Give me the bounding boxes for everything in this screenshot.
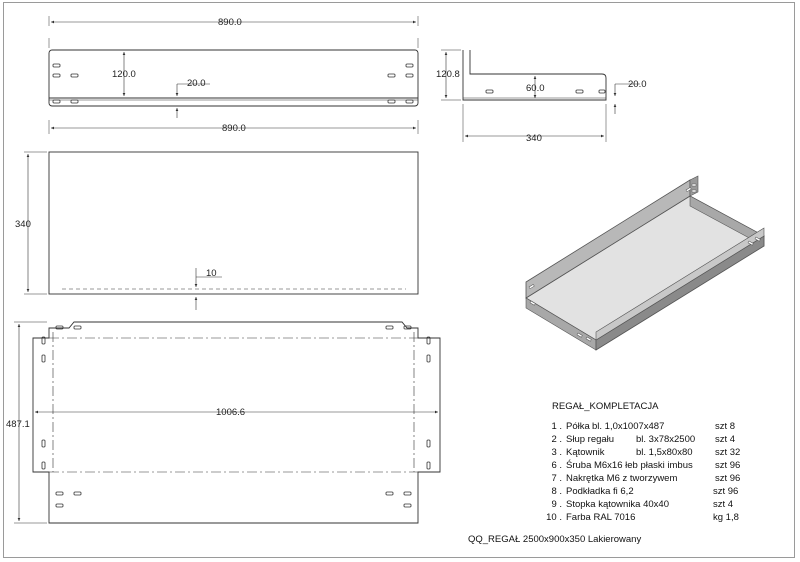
- shelf-slots: [528, 183, 761, 342]
- dim-side-height-label: 120.8: [436, 69, 460, 80]
- bom-spec: bl. 1,0x1007x487: [592, 421, 665, 432]
- bom-num: 3 .: [551, 447, 562, 458]
- dim-top-flange-label: 20.0: [187, 78, 206, 89]
- flat-pattern-bend-lines: [49, 332, 418, 473]
- bom-qty: szt 4: [715, 434, 736, 445]
- bom-num: 2 .: [551, 434, 562, 445]
- bom-name: Śruba M6x16 łeb płaski imbus: [566, 460, 693, 471]
- side-view-slots: [485, 89, 606, 94]
- bom-row: 3 . Kątownik bl. 1,5x80x80 szt 32: [544, 447, 800, 459]
- bom-name: Stopka kątownika 40x40: [566, 499, 669, 510]
- bom-spec: bl. 3x78x2500: [636, 434, 696, 445]
- dim-front-height-label: 340: [15, 219, 31, 230]
- dim-front-width-label: 890.0: [222, 123, 246, 134]
- bom-name: Słup regału: [566, 434, 615, 445]
- bom-num: 9 .: [551, 499, 562, 510]
- bom-qty: kg 1,8: [713, 512, 739, 523]
- bom-num: 8 .: [551, 486, 562, 497]
- bom-row: 6 . Śruba M6x16 łeb płaski imbus szt 96: [544, 460, 800, 472]
- top-view: [48, 16, 419, 134]
- front-view: [24, 151, 419, 310]
- bom-num: 7 .: [551, 473, 562, 484]
- dim-flat-height-label: 487.1: [6, 419, 30, 430]
- bom-row: 7 . Nakrętka M6 z tworzywem szt 96: [544, 473, 800, 485]
- bom-name: Półka: [566, 421, 590, 432]
- top-view-slots: [52, 63, 414, 104]
- top-view-outline: [48, 49, 419, 107]
- dim-side-flange-label: 20.0: [628, 79, 647, 90]
- flat-pattern-slots: [41, 325, 431, 508]
- drawing-title: QQ_REGAŁ 2500x900x350 Lakierowany: [468, 534, 642, 545]
- bom-name: Kątownik: [566, 447, 605, 458]
- bom-qty: szt 32: [715, 447, 741, 458]
- side-view-profile: [462, 50, 607, 101]
- flat-pattern-outline: [32, 321, 441, 524]
- bom-qty: szt 96: [713, 486, 739, 497]
- bom-name: Podkładka fi 6,2: [566, 486, 634, 497]
- bom-title: REGAŁ_KOMPLETACJA: [552, 401, 659, 412]
- bom-row: 1 . Półka bl. 1,0x1007x487 szt 8: [544, 421, 800, 433]
- bom-qty: szt 96: [715, 460, 741, 471]
- bom-row: 10 . Farba RAL 7016 kg 1,8: [544, 512, 800, 524]
- bom-row: 9 . Stopka kątownika 40x40 szt 4: [544, 499, 800, 511]
- isometric-shelf: [525, 175, 765, 351]
- bom-qty: szt 96: [715, 473, 741, 484]
- bom-num: 10 .: [546, 512, 562, 523]
- dim-side-inner-label: 60.0: [526, 83, 545, 94]
- bom-name: Farba RAL 7016: [566, 512, 636, 523]
- bom-spec: bl. 1,5x80x80: [636, 447, 693, 458]
- dim-side-depth-label: 340: [526, 133, 542, 144]
- dim-top-height-label: 120.0: [112, 69, 136, 80]
- dim-flat-width-label: 1006.6: [216, 407, 245, 418]
- front-view-outline: [48, 151, 419, 295]
- bom-num: 6 .: [551, 460, 562, 471]
- drawing-frame: [3, 2, 795, 558]
- bom-table: 1 . Półka bl. 1,0x1007x487 szt 8 2 . Słu…: [544, 421, 794, 526]
- bom-name: Nakrętka M6 z tworzywem: [566, 473, 678, 484]
- bom-num: 1 .: [551, 421, 562, 432]
- dim-top-width-label: 890.0: [218, 17, 242, 28]
- bom-row: 8 . Podkładka fi 6,2 szt 96: [544, 486, 800, 498]
- flat-pattern: [14, 321, 441, 524]
- side-view: [441, 49, 640, 142]
- dim-front-gap-label: 10: [206, 268, 217, 279]
- bom-qty: szt 4: [713, 499, 734, 510]
- bom-row: 2 . Słup regału bl. 3x78x2500 szt 4: [544, 434, 800, 446]
- bom-qty: szt 8: [715, 421, 736, 432]
